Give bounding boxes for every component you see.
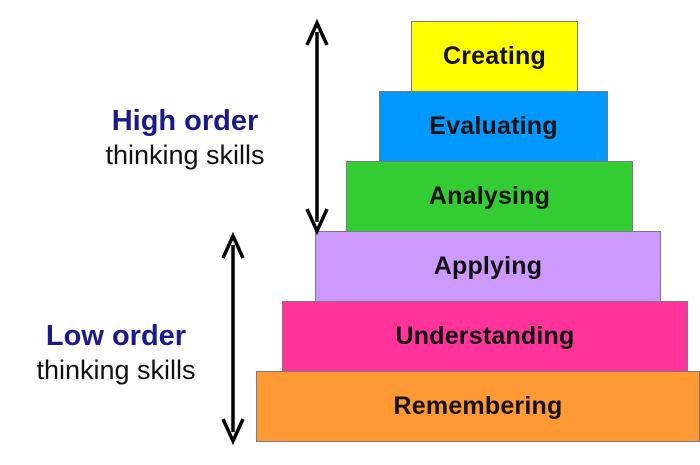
tier-applying: Applying — [315, 231, 661, 302]
low-order-label: Low order thinking skills — [0, 318, 232, 388]
low-order-arrow — [221, 231, 245, 446]
low-order-title: Low order — [45, 320, 187, 352]
tier-label: Remembering — [393, 392, 563, 420]
high-order-subtitle: thinking skills — [105, 140, 265, 171]
tier-label: Evaluating — [429, 112, 558, 140]
high-order-title: High order — [111, 105, 259, 137]
tier-label: Analysing — [428, 182, 551, 210]
tier-label: Understanding — [395, 322, 575, 350]
high-order-arrow — [305, 18, 329, 236]
tier-understanding: Understanding — [282, 301, 688, 372]
low-order-subtitle: thinking skills — [36, 355, 196, 386]
tier-label: Creating — [442, 42, 546, 70]
tier-remembering: Remembering — [256, 371, 700, 442]
high-order-label: High order thinking skills — [60, 103, 310, 173]
tier-creating: Creating — [411, 21, 578, 92]
tier-label: Applying — [433, 252, 543, 280]
tier-analysing: Analysing — [346, 161, 633, 232]
